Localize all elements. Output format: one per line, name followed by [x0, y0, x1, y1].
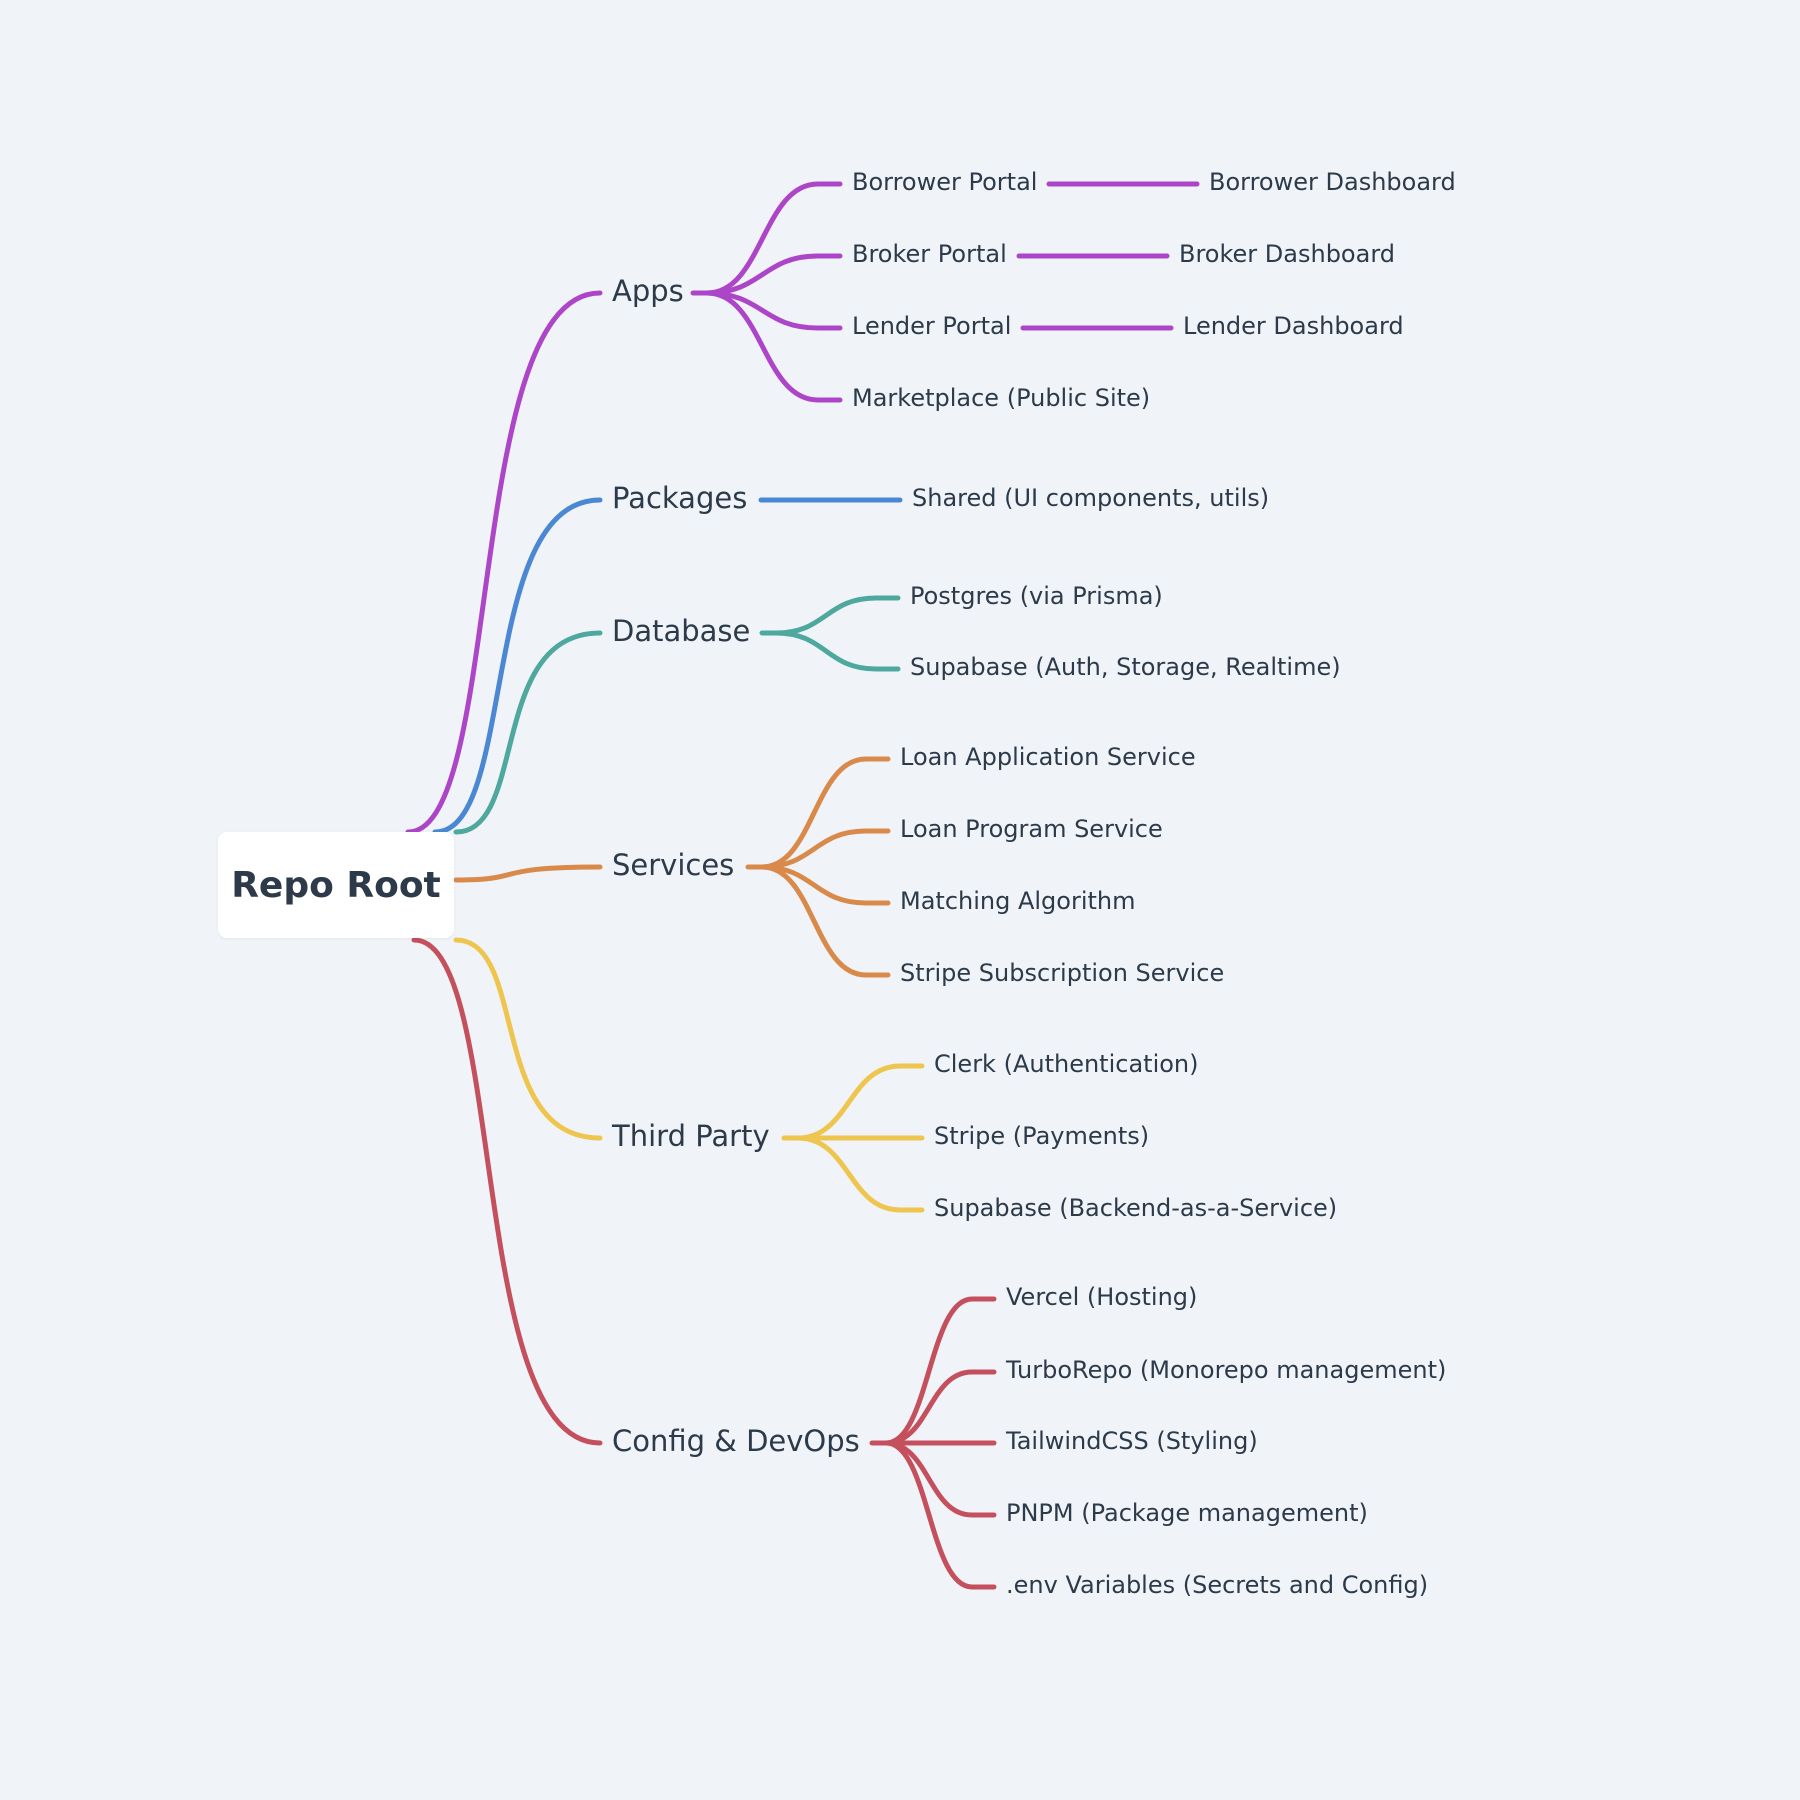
root-node[interactable]: Repo Root [218, 832, 454, 938]
node-supabase-backend-as-a-service[interactable]: Supabase (Backend-as-a-Service) [934, 1194, 1338, 1222]
node-turborepo-monorepo-management[interactable]: TurboRepo (Monorepo management) [1006, 1356, 1447, 1384]
edge-supabase-auth-storage-realtime [773, 630, 901, 672]
edge-broker-portal [704, 253, 843, 296]
node-broker-portal[interactable]: Broker Portal [852, 240, 1007, 268]
node-clerk-authentication[interactable]: Clerk (Authentication) [934, 1050, 1199, 1078]
edge-root-third-party [453, 937, 603, 1141]
edge-marketplace-public-site [704, 290, 843, 403]
branch-packages[interactable]: Packages [612, 480, 748, 515]
edge-supabase-backend-as-a-service [795, 1135, 925, 1213]
edge-root-packages [432, 497, 603, 835]
node-lender-dashboard[interactable]: Lender Dashboard [1183, 312, 1404, 340]
node-marketplace-public-site[interactable]: Marketplace (Public Site) [852, 384, 1151, 412]
node-borrower-dashboard[interactable]: Borrower Dashboard [1209, 168, 1456, 196]
edge-clerk-authentication [795, 1063, 925, 1141]
edge-vercel-hosting [883, 1296, 997, 1446]
node-broker-dashboard[interactable]: Broker Dashboard [1179, 240, 1395, 268]
branch-apps[interactable]: Apps [612, 273, 684, 308]
branch-database[interactable]: Database [612, 613, 751, 648]
node-tailwindcss-styling[interactable]: TailwindCSS (Styling) [1006, 1427, 1258, 1455]
node-postgres-via-prisma[interactable]: Postgres (via Prisma) [910, 582, 1163, 610]
node-loan-application-service[interactable]: Loan Application Service [900, 743, 1196, 771]
node-borrower-portal[interactable]: Borrower Portal [852, 168, 1038, 196]
edge-borrower-portal [704, 181, 843, 296]
branch-third-party[interactable]: Third Party [612, 1118, 770, 1153]
node-stripe-payments[interactable]: Stripe (Payments) [934, 1122, 1150, 1150]
edge-root-apps [405, 290, 603, 835]
edge-turborepo-monorepo-management [883, 1369, 997, 1446]
edge-loan-application-service [759, 756, 891, 870]
edge-stripe-subscription-service [759, 864, 891, 978]
node-vercel-hosting[interactable]: Vercel (Hosting) [1006, 1283, 1198, 1311]
root-label: Repo Root [231, 864, 441, 906]
node-matching-algorithm[interactable]: Matching Algorithm [900, 887, 1136, 915]
edge-root-services [453, 864, 603, 883]
edge-postgres-via-prisma [773, 595, 901, 636]
edge-root-config-devops [411, 937, 603, 1446]
node-pnpm-package-management[interactable]: PNPM (Package management) [1006, 1499, 1368, 1527]
node-supabase-auth-storage-realtime[interactable]: Supabase (Auth, Storage, Realtime) [910, 653, 1341, 681]
edge-env-variables-secrets-and-config [883, 1440, 997, 1590]
edge-loan-program-service [759, 828, 891, 870]
node-lender-portal[interactable]: Lender Portal [852, 312, 1012, 340]
edge-root-database [453, 630, 603, 835]
branch-config-devops[interactable]: Config & DevOps [612, 1423, 860, 1458]
branch-services[interactable]: Services [612, 847, 735, 882]
edge-matching-algorithm [759, 864, 891, 906]
edge-lender-portal [704, 290, 843, 331]
node-shared-ui-components-utils[interactable]: Shared (UI components, utils) [912, 484, 1270, 512]
node-loan-program-service[interactable]: Loan Program Service [900, 815, 1163, 843]
node-stripe-subscription-service[interactable]: Stripe Subscription Service [900, 959, 1225, 987]
node-env-variables-secrets-and-config[interactable]: .env Variables (Secrets and Config) [1006, 1571, 1429, 1599]
